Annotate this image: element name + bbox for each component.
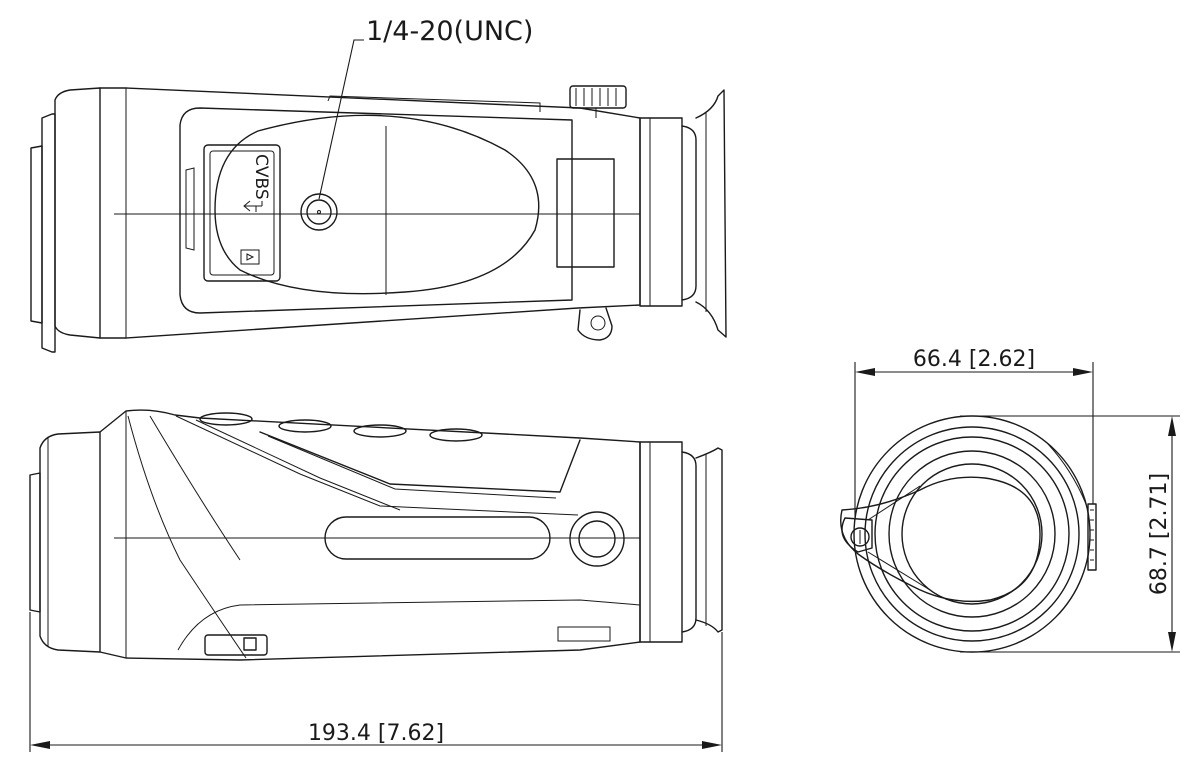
cvbs-port-label: CVBS: [251, 154, 271, 200]
thread-callout-label: 1/4-20(UNC): [366, 16, 533, 47]
width-dimension: 66.4 [2.62]: [854, 347, 1094, 520]
side-view: [29, 409, 723, 661]
thread-callout: 1/4-20(UNC): [318, 16, 533, 200]
length-dimension-label: 193.4 [7.62]: [308, 721, 444, 746]
length-dimension: 193.4 [7.62]: [29, 612, 723, 752]
top-view: CVBS: [30, 85, 727, 353]
height-dimension-label: 68.7 [2.71]: [1147, 473, 1172, 595]
width-dimension-label: 66.4 [2.62]: [913, 347, 1035, 372]
height-dimension: 68.7 [2.71]: [972, 415, 1180, 653]
front-view: [840, 415, 1097, 653]
